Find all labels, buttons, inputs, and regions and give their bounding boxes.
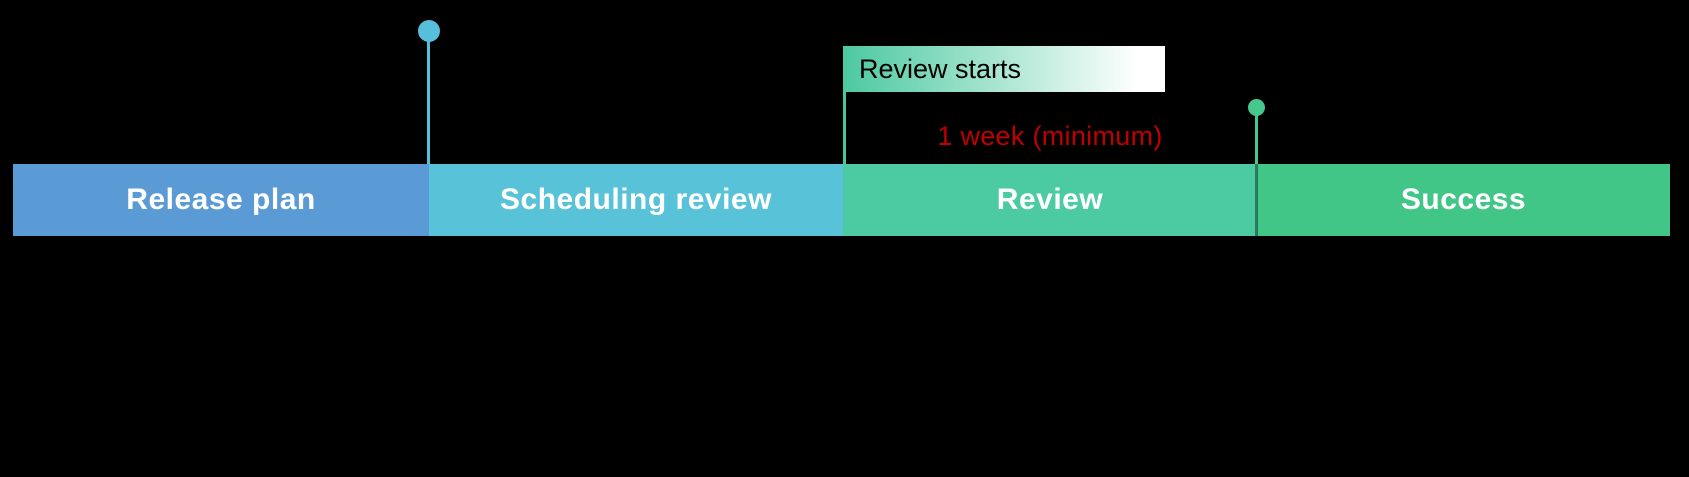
segment-success-label: Success xyxy=(1400,183,1527,216)
review-success-divider xyxy=(1255,164,1258,241)
review-starts-leader-line xyxy=(843,92,846,164)
segment-release-plan-label: Release plan xyxy=(126,183,316,216)
review-starts-callout: Review starts xyxy=(843,46,1165,92)
milestone-2-line xyxy=(1255,112,1258,164)
review-starts-callout-label: Review starts xyxy=(859,53,1022,84)
segment-success: Success xyxy=(1257,164,1670,236)
segment-release-plan: Release plan xyxy=(13,164,429,236)
segment-review-label: Review xyxy=(996,183,1104,216)
segment-review: Review xyxy=(843,164,1257,236)
milestone-2-dot-icon xyxy=(1248,99,1265,116)
segment-scheduling-review-label: Scheduling review xyxy=(500,183,772,216)
phase-bar: Release plan Scheduling review Review Su… xyxy=(13,164,1670,236)
segment-scheduling-review: Scheduling review xyxy=(429,164,843,236)
duration-annotation: 1 week (minimum) xyxy=(937,121,1163,151)
milestone-1-line xyxy=(427,38,430,164)
milestone-1-dot-icon xyxy=(418,20,440,42)
